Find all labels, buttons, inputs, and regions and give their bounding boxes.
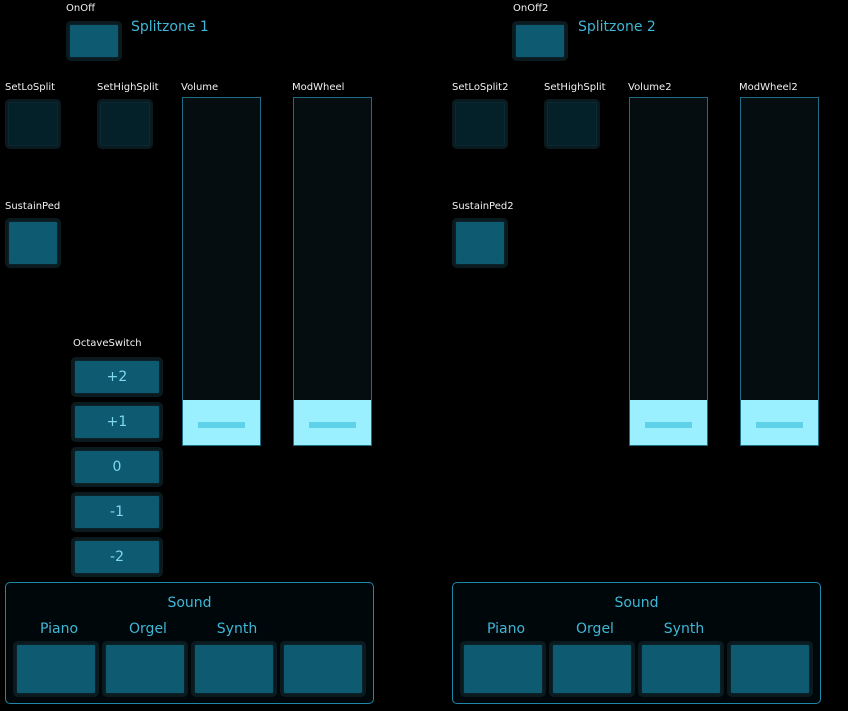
octave-minus-1-button[interactable]: -1 [74, 495, 160, 529]
splitzone-1-title: Splitzone 1 [131, 19, 209, 35]
splitzone-2-title: Splitzone 2 [578, 19, 656, 35]
modwheel-fader[interactable] [293, 97, 372, 446]
onoff2-button[interactable] [515, 24, 565, 58]
onoff-label: OnOff [66, 3, 95, 14]
modwheel-fader-fill [294, 399, 371, 445]
octave-plus-2-button[interactable]: +2 [74, 360, 160, 394]
sustain-pedal-button[interactable] [8, 221, 58, 265]
volume2-fader[interactable] [629, 97, 708, 446]
sound-synth-button[interactable] [194, 644, 274, 694]
volume2-fader-fill [630, 399, 707, 445]
sound-piano-button[interactable] [463, 644, 543, 694]
set-lo-split-label: SetLoSplit [5, 82, 56, 93]
set-lo-split2-label: SetLoSplit2 [452, 82, 509, 93]
sound-synth-label: Synth [216, 621, 258, 637]
sustain-pedal-label: SustainPed [5, 201, 61, 212]
modwheel2-fader[interactable] [740, 97, 819, 446]
sustain-pedal2-label: SustainPed2 [452, 201, 514, 212]
sound-piano-button[interactable] [16, 644, 96, 694]
sound-orgel-button[interactable] [552, 644, 632, 694]
set-lo-split-button[interactable] [8, 102, 58, 146]
set-high-split-label: SetHighSplit [97, 82, 159, 93]
set-lo-split2-button[interactable] [455, 102, 505, 146]
set-high-split-button[interactable] [100, 102, 150, 146]
modwheel2-fader-fill [741, 399, 818, 445]
sound-fourth-button[interactable] [283, 644, 363, 694]
octave-switch-label: OctaveSwitch [73, 338, 142, 349]
sound-panel-1: Sound Piano Orgel Synth [5, 582, 374, 704]
octave-plus-1-button[interactable]: +1 [74, 405, 160, 439]
volume-fader[interactable] [182, 97, 261, 446]
sound-orgel-button[interactable] [105, 644, 185, 694]
sound-panel-2: Sound Piano Orgel Synth [452, 582, 821, 704]
set-high-split2-label: SetHighSplit [544, 82, 606, 93]
octave-minus-2-button[interactable]: -2 [74, 540, 160, 574]
sound-piano-label: Piano [486, 621, 526, 637]
volume-label: Volume [181, 82, 219, 93]
volume2-label: Volume2 [628, 82, 672, 93]
sound-synth-button[interactable] [641, 644, 721, 694]
set-high-split2-button[interactable] [547, 102, 597, 146]
sound-synth-label: Synth [663, 621, 705, 637]
onoff-button[interactable] [69, 24, 119, 58]
onoff2-label: OnOff2 [513, 3, 549, 14]
sound-panel-title: Sound [167, 595, 212, 611]
sound-orgel-label: Orgel [576, 621, 614, 637]
sound-panel-title: Sound [614, 595, 659, 611]
modwheel-label: ModWheel [292, 82, 345, 93]
modwheel2-label: ModWheel2 [739, 82, 798, 93]
sound-piano-label: Piano [39, 621, 79, 637]
sound-fourth-button[interactable] [730, 644, 810, 694]
volume-fader-fill [183, 399, 260, 445]
sound-orgel-label: Orgel [129, 621, 167, 637]
octave-0-button[interactable]: 0 [74, 450, 160, 484]
sustain-pedal2-button[interactable] [455, 221, 505, 265]
